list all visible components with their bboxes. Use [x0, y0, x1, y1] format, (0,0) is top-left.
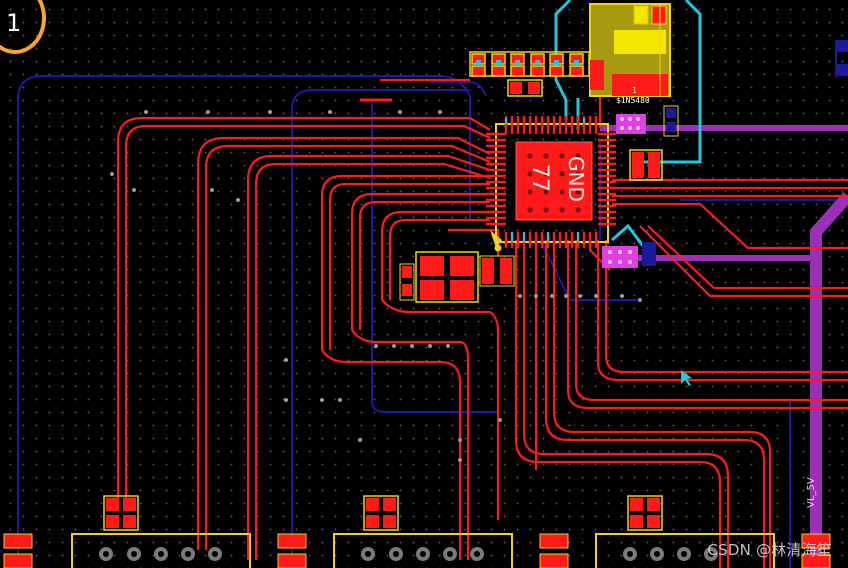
watermark: CSDN @林清海笙: [707, 541, 832, 559]
diode-part-number: $1N5480: [616, 96, 650, 105]
crystal-component[interactable]: [399, 251, 515, 303]
layer-marker-icon[interactable]: 1: [0, 0, 46, 54]
diode-designator: 1: [632, 86, 637, 95]
smd-parts[interactable]: [507, 40, 848, 268]
layer-marker-number: 1: [6, 9, 22, 37]
keepout-outline: [554, 0, 702, 251]
connector-middle[interactable]: [333, 495, 513, 568]
vias: [110, 110, 642, 462]
diode-component[interactable]: [589, 3, 671, 97]
main-ic[interactable]: [486, 116, 616, 252]
top-layer-traces: [116, 60, 848, 568]
connector-right[interactable]: [595, 495, 775, 568]
diode-label: 1 $1N5480: [616, 86, 650, 106]
power-net-label: VL_5V: [806, 477, 817, 508]
ic-net-label: GND: [564, 156, 588, 202]
cursor-icon: [681, 370, 692, 386]
edge-pads: [3, 533, 831, 568]
pin-header-top[interactable]: [469, 51, 607, 77]
ic-pin-number: 77: [527, 164, 552, 192]
connector-left[interactable]: [71, 495, 251, 568]
bottom-layer-traces: [17, 40, 848, 568]
